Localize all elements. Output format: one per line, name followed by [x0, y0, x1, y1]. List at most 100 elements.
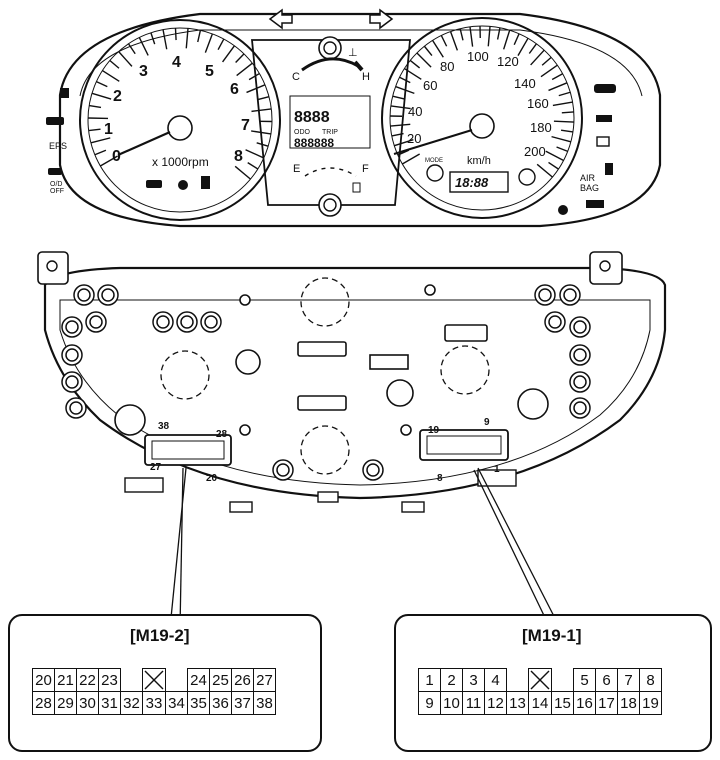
pin-cell: 5 [574, 669, 596, 692]
gauge-tick [223, 46, 235, 62]
pin-cell: 14 [529, 692, 552, 715]
pin-cell: 34 [166, 692, 188, 715]
center-panel [252, 40, 410, 205]
tacho-number-7: 7 [241, 117, 250, 134]
pin-cell: 21 [55, 669, 77, 692]
gauge-tick [554, 121, 574, 122]
fuel-warning-icon [201, 176, 210, 189]
speedo-number-200: 200 [524, 144, 546, 159]
speedo-number-40: 40 [408, 104, 422, 119]
cluster-housing [60, 14, 660, 226]
gauge-tick [537, 164, 552, 177]
m19-2-socket: 38 28 27 20 [145, 421, 231, 484]
gauge-tick [542, 57, 551, 65]
speedo-number-80: 80 [440, 59, 454, 74]
pin-gap [552, 669, 574, 692]
gauge-tick [205, 34, 212, 53]
bulb-socket [574, 321, 586, 333]
tacho-number-8: 8 [234, 148, 243, 165]
gauge-tick [514, 34, 519, 45]
pin-cell: 26 [232, 669, 254, 692]
fuel-full-label: F [362, 163, 369, 175]
pin-cell: 24 [188, 669, 210, 692]
odo-total-digits: 888888 [294, 136, 334, 150]
gauge-tick [410, 60, 419, 68]
gauge-tick [163, 30, 167, 50]
bulb-socket [564, 289, 576, 301]
tacho-number-2: 2 [113, 88, 122, 105]
pin-cell: 31 [99, 692, 121, 715]
pin-cell: 22 [77, 669, 99, 692]
bulb-socket [181, 316, 193, 328]
gauge-tick [399, 77, 410, 82]
temp-hot-label: H [362, 71, 370, 83]
bulb-socket [549, 316, 561, 328]
airbag-label-1: AIR [580, 173, 596, 183]
headlight-icon [178, 180, 188, 190]
tacho-number-3: 3 [139, 63, 148, 80]
screws [115, 285, 548, 435]
clock-display: 18:88 [455, 175, 489, 190]
pin-gap [121, 669, 143, 692]
cluster-front-view: C H ⊥ 8888 ODO TRIP 888888 E F 1 2 3 4 5… [0, 0, 720, 240]
od-label: O/D [50, 181, 62, 188]
pin-cell: 25 [210, 669, 232, 692]
off-label: OFF [50, 188, 64, 195]
gauge-tick [541, 65, 557, 76]
pin-cell: 16 [574, 692, 596, 715]
speedo-number-100: 100 [467, 49, 489, 64]
gauge-tick [257, 97, 269, 100]
gauge-tick [531, 50, 545, 65]
gauge-tick [89, 129, 101, 130]
tacho-number-0: 0 [112, 148, 121, 165]
bulb-socket [66, 349, 78, 361]
fuel-pump-icon [353, 183, 360, 192]
fuel-empty-label: E [293, 163, 300, 175]
bulb-socket [66, 376, 78, 388]
tacho-number-5: 5 [205, 63, 214, 80]
m19-2-pin-27-label: 27 [150, 462, 162, 473]
speedo-unit-label: km/h [467, 155, 491, 167]
gauge-tick [92, 93, 111, 99]
gauge-tick [89, 106, 101, 108]
gauge-tick [552, 137, 571, 142]
gauge-tick [402, 154, 419, 164]
key-cross-icon [529, 669, 552, 692]
mode-label: MODE [425, 158, 443, 164]
gauge-tick [451, 32, 458, 51]
pin-cell: 20 [33, 669, 55, 692]
speedo-number-120: 120 [497, 54, 519, 69]
gauge-tick [246, 150, 264, 158]
m19-1-pin-9-label: 9 [484, 417, 490, 428]
pin-cell: 2 [441, 669, 463, 692]
bulb-socket [78, 289, 90, 301]
pin-cell: 4 [485, 669, 507, 692]
gauge-tick [393, 96, 405, 99]
pin-cell: 33 [143, 692, 166, 715]
bulb-socket [574, 376, 586, 388]
m19-2-title: [M19-2] [130, 626, 190, 646]
bulb-socket [574, 349, 586, 361]
set-button [519, 169, 535, 185]
gauge-tick [518, 38, 528, 55]
fuel-gauge: E F [293, 163, 369, 216]
pin-gap [166, 669, 188, 692]
tacho-number-6: 6 [230, 81, 239, 98]
tacho-number-1: 1 [104, 121, 113, 138]
gauge-tick [235, 166, 250, 179]
pin-cell: 38 [254, 692, 276, 715]
pin-cell: 6 [596, 669, 618, 692]
gauge-tick [546, 151, 564, 160]
temperature-gauge: C H ⊥ [292, 37, 370, 83]
gauge-tick [504, 30, 510, 49]
gauge-tick [237, 63, 253, 75]
gauge-tick [441, 35, 446, 46]
m19-1-pin-1-label: 1 [494, 464, 500, 475]
pin-cell: 3 [463, 669, 485, 692]
pin-cell: 37 [232, 692, 254, 715]
speedo-number-160: 160 [527, 96, 549, 111]
pin-cell: 29 [55, 692, 77, 715]
pin-cell: 1 [419, 669, 441, 692]
pin-cell: 8 [640, 669, 662, 692]
speedo-number-20: 20 [407, 131, 421, 146]
